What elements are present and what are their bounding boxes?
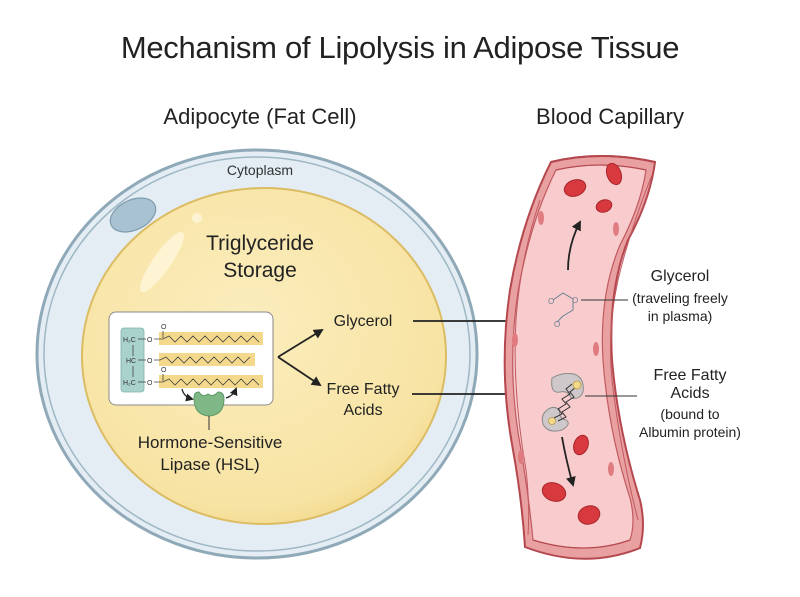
plasma-ffa-sub1: (bound to bbox=[660, 406, 720, 422]
glycerol-atom-3: O bbox=[554, 320, 560, 329]
plasma-ffa-title2: Acids bbox=[670, 385, 710, 402]
vessel-inner-line-right bbox=[609, 174, 653, 521]
endothelial-nucleus bbox=[608, 462, 614, 476]
fatty-acid-head bbox=[572, 380, 582, 390]
triglyceride-label-line2: Storage bbox=[223, 259, 297, 282]
hsl-label: Hormone-Sensitive Lipase (HSL) bbox=[100, 432, 320, 476]
vessel-top-rim bbox=[550, 155, 656, 163]
plasma-glycerol-label: Glycerol (traveling freely in plasma) bbox=[620, 268, 740, 325]
ester-oxygen-2: O bbox=[147, 358, 153, 365]
capillary-heading: Blood Capillary bbox=[536, 104, 684, 129]
triglyceride-label-line1: Triglyceride bbox=[206, 232, 314, 255]
bound-fatty-acid bbox=[557, 386, 577, 422]
hsl-out-arrow bbox=[225, 387, 238, 399]
fatty-acid-chain-1 bbox=[154, 335, 260, 343]
carbonyl-oxygen-1: O bbox=[161, 324, 167, 331]
red-blood-cell bbox=[563, 179, 587, 197]
cytoplasm-label: Cytoplasm bbox=[226, 162, 294, 178]
red-blood-cell bbox=[595, 199, 613, 213]
glycerol-skeleton bbox=[552, 292, 574, 323]
glycerol-atom-1: O bbox=[548, 297, 554, 306]
fatty-acid-chain-2 bbox=[154, 356, 251, 364]
carbonyl-oxygen-3: O bbox=[161, 367, 167, 374]
red-blood-cell bbox=[605, 162, 623, 186]
ffa-product-line1: Free Fatty bbox=[326, 381, 400, 398]
vessel-inner-line-left bbox=[514, 199, 541, 536]
plasma-ffa-sub2: Albumin protein) bbox=[639, 424, 741, 440]
adipocyte-heading: Adipocyte (Fat Cell) bbox=[163, 104, 357, 129]
fatty-chain-highlight-2 bbox=[159, 353, 255, 366]
red-blood-cell bbox=[577, 505, 601, 525]
page-title: Mechanism of Lipolysis in Adipose Tissue bbox=[120, 30, 680, 65]
cell-membrane-inner-line bbox=[43, 156, 471, 552]
triglyceride-storage-label: Triglyceride Storage bbox=[180, 230, 340, 284]
fatty-acid-chain-3 bbox=[154, 378, 260, 386]
backbone-h2c-2: H₂C bbox=[123, 380, 136, 387]
arrow-to-glycerol bbox=[277, 328, 324, 358]
backbone-hc: HC bbox=[126, 358, 136, 365]
endothelial-nucleus bbox=[613, 222, 619, 236]
arrow-to-ffa bbox=[277, 356, 322, 387]
hsl-label-line1: Hormone-Sensitive bbox=[137, 433, 283, 452]
red-blood-cell bbox=[541, 482, 567, 502]
fatty-acid-head bbox=[548, 417, 556, 425]
plasma-glycerol-title: Glycerol bbox=[650, 268, 710, 285]
ffa-product-label: Free Fatty Acids bbox=[318, 379, 408, 421]
blood-flow-arrow-down bbox=[561, 436, 576, 487]
blood-capillary bbox=[503, 155, 657, 560]
endothelial-nucleus bbox=[593, 342, 599, 356]
lipid-highlight-dot bbox=[192, 213, 202, 223]
plasma-ffa-title1: Free Fatty bbox=[653, 367, 727, 384]
hsl-enzyme bbox=[181, 387, 238, 430]
plasma-glycerol-sub1: (traveling freely bbox=[632, 290, 728, 306]
endothelial-nucleus bbox=[538, 211, 544, 225]
fatty-chain-highlight-1 bbox=[159, 332, 263, 345]
plasma-glycerol-sub2: in plasma) bbox=[647, 308, 713, 324]
fatty-chain-highlight-3 bbox=[159, 375, 263, 388]
hsl-enzyme-shape bbox=[193, 391, 225, 417]
hsl-in-arrow bbox=[181, 388, 194, 402]
bound-fatty-acid bbox=[553, 383, 573, 419]
glycerol-atom-2: O bbox=[572, 296, 578, 305]
endothelial-nucleus bbox=[512, 333, 518, 347]
albumin-protein bbox=[551, 373, 584, 399]
glycerol-product-label: Glycerol bbox=[333, 313, 393, 330]
glycerol-molecule bbox=[552, 292, 574, 323]
triglyceride-molecule: H₂C HC H₂C O O O O O bbox=[108, 311, 274, 406]
hsl-label-line2: Lipase (HSL) bbox=[160, 455, 260, 474]
ester-oxygen-3: O bbox=[147, 380, 153, 387]
ffa-product-line2: Acids bbox=[343, 402, 383, 419]
nucleus bbox=[109, 197, 157, 233]
plasma-ffa-label: Free Fatty Acids (bound to Albumin prote… bbox=[615, 367, 765, 441]
backbone-h2c-1: H₂C bbox=[123, 337, 136, 344]
vessel-top-rim-inner bbox=[555, 164, 647, 171]
endothelial-nucleus bbox=[518, 450, 524, 464]
vessel-bottom-rim-inner bbox=[532, 539, 631, 549]
blood-flow-arrow-up bbox=[567, 220, 581, 271]
albumin-ffa-complex bbox=[541, 373, 584, 432]
red-blood-cell bbox=[573, 434, 589, 456]
ester-oxygen-1: O bbox=[147, 337, 153, 344]
lipid-highlight bbox=[140, 232, 184, 292]
red-blood-cells bbox=[541, 162, 623, 525]
